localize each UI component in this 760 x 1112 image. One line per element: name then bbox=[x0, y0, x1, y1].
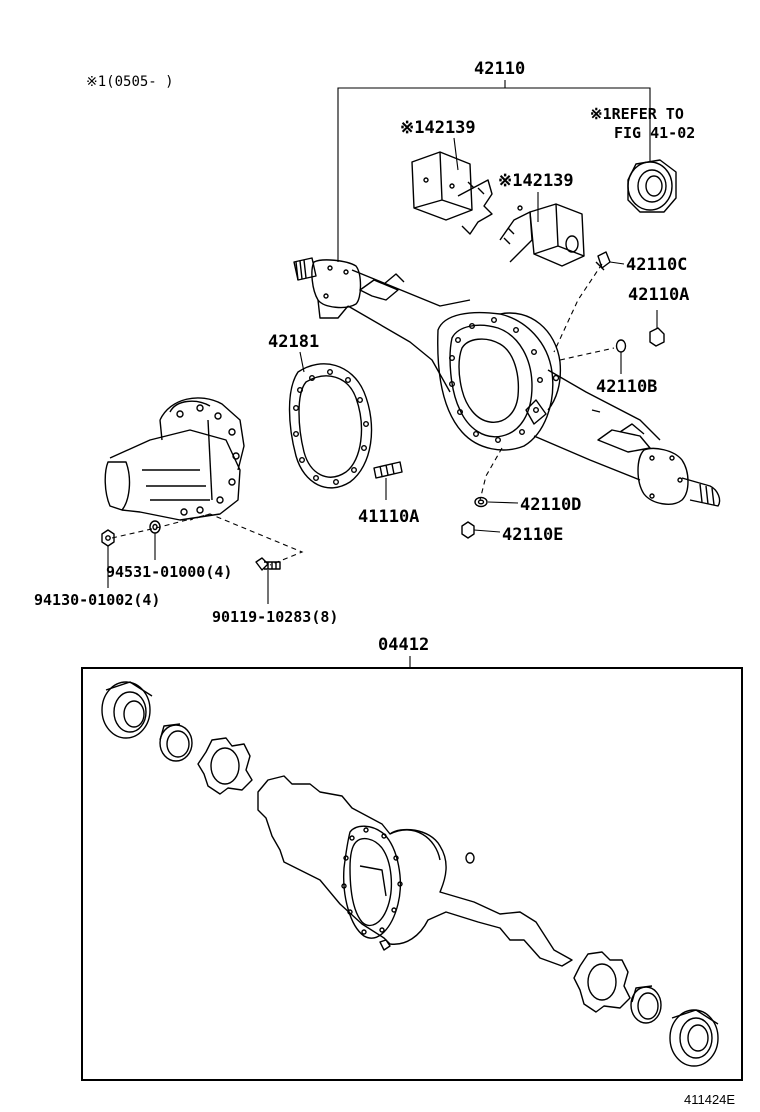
label-42110C[interactable]: 42110C bbox=[626, 255, 687, 275]
axle-housing-42110 bbox=[293, 257, 721, 507]
kit-seal-right bbox=[669, 1009, 719, 1067]
vent-plug-42110C: 42110C bbox=[595, 251, 687, 275]
bracket-42139-lower: ※142139 bbox=[498, 171, 585, 267]
label-42139-upper[interactable]: ※142139 bbox=[400, 118, 476, 138]
label-42110[interactable]: 42110 bbox=[474, 59, 525, 79]
kit-gasket-star-right bbox=[573, 951, 631, 1013]
bearing-refer-fig-41-02: ※1REFER TO FIG 41-02 bbox=[590, 105, 695, 213]
washer-94531: 94531-01000(4) bbox=[106, 520, 232, 581]
kit-ring-left bbox=[159, 723, 193, 762]
label-refer-line-1[interactable]: ※1REFER TO bbox=[590, 105, 684, 123]
label-42139-lower[interactable]: ※142139 bbox=[498, 171, 574, 191]
kit-seal-left bbox=[101, 681, 153, 739]
label-42110B[interactable]: 42110B bbox=[596, 377, 657, 397]
kit-housing-body bbox=[257, 775, 573, 967]
series-note: ※1(0505- ) bbox=[86, 74, 174, 90]
bolt-90119: 90119-10283(8) bbox=[212, 557, 338, 626]
kit-04412-frame bbox=[81, 667, 743, 1081]
label-04412[interactable]: 04412 bbox=[378, 635, 429, 655]
figure-id: 411424E bbox=[684, 1092, 735, 1107]
label-42110E[interactable]: 42110E bbox=[502, 525, 563, 545]
kit-04412: 04412 bbox=[81, 635, 743, 1081]
gasket-42110D: 42110D bbox=[474, 495, 581, 515]
gasket-42110B: 42110B bbox=[596, 339, 657, 397]
label-42181[interactable]: 42181 bbox=[268, 332, 319, 352]
plug-42110A: 42110A bbox=[628, 285, 689, 347]
label-94531[interactable]: 94531-01000(4) bbox=[106, 563, 232, 581]
label-42110A[interactable]: 42110A bbox=[628, 285, 689, 305]
label-90119[interactable]: 90119-10283(8) bbox=[212, 608, 338, 626]
label-refer-line-2[interactable]: FIG 41-02 bbox=[614, 124, 695, 142]
carrier-hardware-guides bbox=[111, 513, 304, 566]
plug-42110E: 42110E bbox=[461, 521, 563, 545]
axle-guides-right bbox=[479, 263, 615, 501]
bracket-42110: 42110 bbox=[337, 59, 651, 262]
label-41110A[interactable]: 41110A bbox=[358, 507, 419, 527]
kit-ring-right bbox=[630, 985, 662, 1024]
nut-94130: 94130-01002(4) bbox=[34, 529, 160, 609]
label-94130[interactable]: 94130-01002(4) bbox=[34, 591, 160, 609]
stud-41110A: 41110A bbox=[358, 461, 419, 527]
bracket-42139-upper: ※142139 bbox=[400, 118, 493, 235]
label-42110D[interactable]: 42110D bbox=[520, 495, 581, 515]
gasket-42181: 42181 bbox=[268, 332, 373, 489]
kit-gasket-star-left bbox=[197, 737, 253, 795]
differential-carrier bbox=[104, 397, 245, 521]
